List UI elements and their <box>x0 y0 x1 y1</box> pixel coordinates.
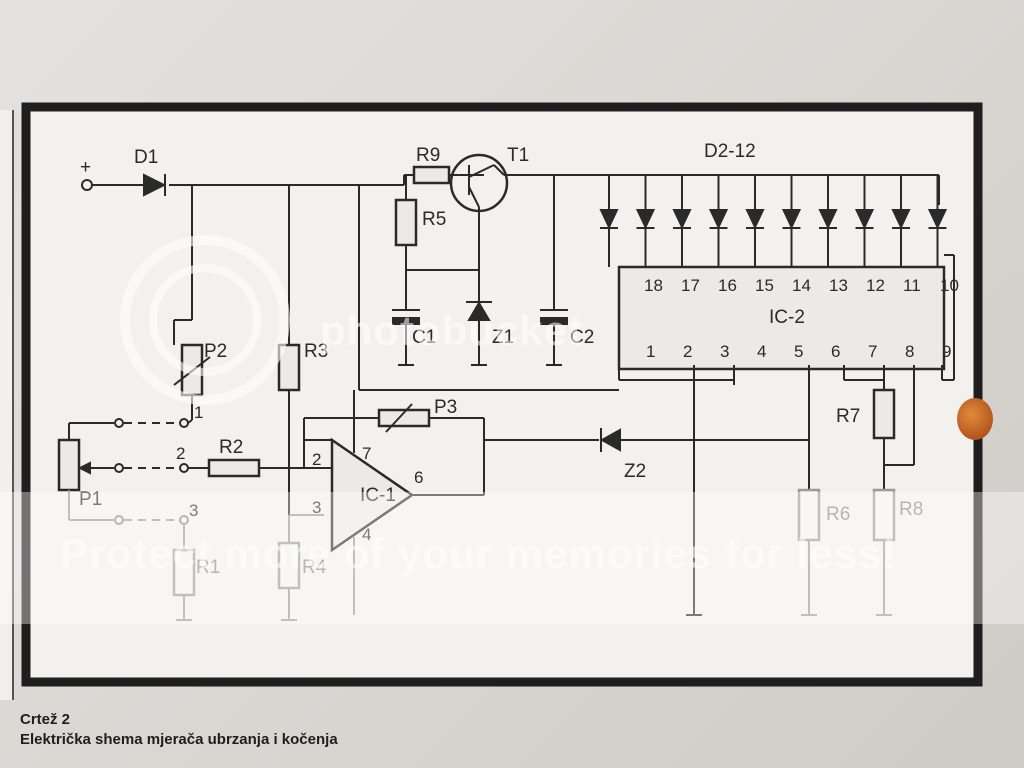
ic2-bottom-pin: 2 <box>683 342 692 361</box>
page-edge-strip <box>0 110 14 700</box>
label-ic2: IC-2 <box>769 307 805 328</box>
ic2-bottom-pin: 6 <box>831 342 840 361</box>
zener-z1 <box>466 301 492 321</box>
ic2-bottom-pin: 7 <box>868 342 877 361</box>
led-diode <box>818 175 838 267</box>
capacitor-c1 <box>392 309 420 365</box>
capacitor-c2 <box>540 175 568 365</box>
caption-title: Električka shema mjerača ubrzanja i koče… <box>20 731 338 748</box>
led-diode <box>708 175 729 267</box>
ic2-top-pin: 11 <box>903 276 921 295</box>
switch-position-3: 3 <box>189 501 198 520</box>
label-p2: P2 <box>204 341 227 362</box>
label-z2: Z2 <box>624 461 646 482</box>
label-z1: Z1 <box>492 327 514 348</box>
label-r8: R8 <box>899 499 923 520</box>
label-r1: R1 <box>196 557 220 578</box>
led-diode <box>599 175 619 267</box>
circuit-diagram: + D1 R9 T1 R5 <box>14 95 1004 700</box>
label-r5: R5 <box>422 209 446 230</box>
label-p3: P3 <box>434 397 457 418</box>
figure-caption: Crtež 2 Električka shema mjerača ubrzanj… <box>20 710 620 750</box>
ic2-top-pin: 13 <box>829 276 848 295</box>
label-r7: R7 <box>836 406 860 427</box>
schematic-svg: + D1 R9 T1 R5 <box>21 102 983 687</box>
label-r2: R2 <box>219 437 243 458</box>
ground-ticks <box>398 364 892 616</box>
label-r3: R3 <box>304 341 328 362</box>
resistor-r6 <box>797 488 821 542</box>
resistor-r2 <box>207 458 261 478</box>
ic2-bottom-pin: 1 <box>646 342 655 361</box>
switch-position-1: 1 <box>194 403 203 422</box>
label-r9: R9 <box>416 145 440 166</box>
ic2-bottom-pin: 8 <box>905 342 914 361</box>
ic2-top-pin: 12 <box>866 276 885 295</box>
led-diode <box>927 175 948 267</box>
led-diode <box>781 175 802 267</box>
ic2-top-pin: 18 <box>644 276 663 295</box>
label-r4: R4 <box>302 557 327 578</box>
ic2-body <box>617 265 946 371</box>
diagram-frame <box>21 102 983 687</box>
label-c1: C1 <box>412 327 436 348</box>
resistor-r7 <box>872 388 896 440</box>
led-diode <box>854 175 875 267</box>
ic2-bottom-pin: 3 <box>720 342 729 361</box>
ic2-bottom-pin: 9 <box>942 342 951 361</box>
ic2-top-pin: 16 <box>718 276 737 295</box>
led-diode <box>891 175 911 267</box>
ic1-pin-6: 6 <box>414 468 423 487</box>
resistor-r3 <box>277 343 301 392</box>
label-c2: C2 <box>570 327 594 348</box>
ic1-pin-4: 4 <box>362 525 371 544</box>
label-r6: R6 <box>826 504 850 525</box>
resistor-r4 <box>277 541 301 590</box>
resistor-r5 <box>394 198 418 247</box>
resistor-r8 <box>872 488 896 542</box>
resistor-r1 <box>172 548 196 597</box>
caption-figure-number: Crtež 2 <box>20 711 71 728</box>
led-diode <box>672 175 692 267</box>
label-t1: T1 <box>507 145 529 166</box>
ic2-bottom-pin: 4 <box>757 342 766 361</box>
led-diode <box>635 175 656 267</box>
label-d2-12: D2-12 <box>704 141 756 162</box>
label-p1: P1 <box>79 489 102 510</box>
resistor-r9 <box>412 165 451 185</box>
supply-plus-label: + <box>80 157 91 178</box>
ic2-top-pin: 17 <box>681 276 700 295</box>
ic2-top-pin: 14 <box>792 276 811 295</box>
ic1-opamp <box>330 437 415 553</box>
ic2-bottom-pin: 5 <box>794 342 803 361</box>
ic1-pin-7: 7 <box>362 444 371 463</box>
supply-rail <box>81 174 940 205</box>
ic2-top-pin: 15 <box>755 276 774 295</box>
switch-position-2: 2 <box>176 444 185 463</box>
label-d1: D1 <box>134 147 158 168</box>
transistor-t1 <box>449 153 509 365</box>
ic1-pin-2: 2 <box>312 450 321 469</box>
diode-d1 <box>134 173 167 197</box>
paper-stain <box>957 398 993 440</box>
led-array <box>599 175 948 267</box>
potentiometer-p1 <box>57 438 81 492</box>
ic2-top-pin: 10 <box>940 276 959 295</box>
led-diode <box>745 175 765 267</box>
ic1-pin-3: 3 <box>312 498 321 517</box>
label-ic1: IC-1 <box>360 485 396 506</box>
